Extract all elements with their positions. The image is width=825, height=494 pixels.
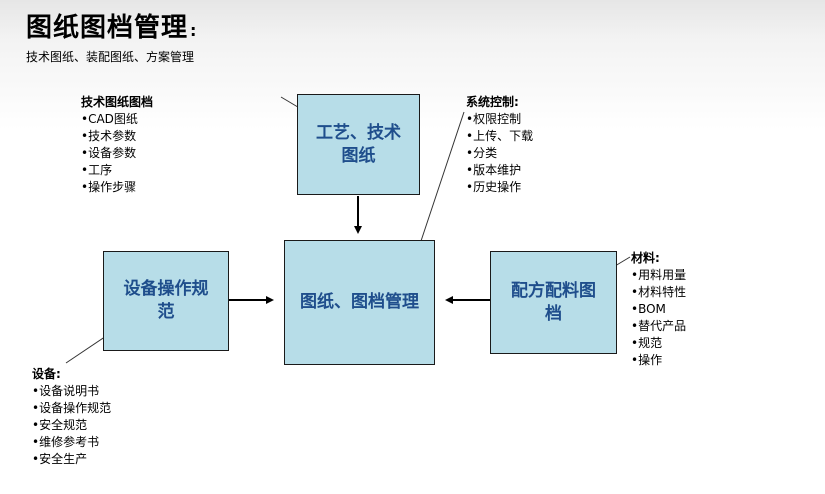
note-equipment-list: 设备说明书 设备操作规范 安全规范 维修参考书 安全生产	[32, 383, 111, 468]
list-item: 工序	[81, 162, 153, 179]
note-tech-head: 技术图纸图档	[81, 95, 154, 109]
note-tech-list: CAD图纸 技术参数 设备参数 工序 操作步骤	[81, 111, 153, 196]
list-item: 规范	[631, 335, 686, 352]
box-equipment-line2: 范	[157, 302, 175, 322]
list-item: BOM	[631, 301, 686, 318]
leader-system-note	[417, 111, 465, 251]
note-system-head: 系统控制:	[466, 95, 519, 109]
list-item: 维修参考书	[32, 434, 111, 451]
list-item: 用料用量	[631, 267, 686, 284]
list-item: 设备操作规范	[32, 400, 111, 417]
note-equipment-head: 设备:	[32, 367, 61, 381]
note-materials-list: 用料用量 材料特性 BOM 替代产品 规范 操作	[631, 267, 686, 369]
note-materials-head: 材料:	[631, 251, 660, 265]
page-title: 图纸图档管理:	[26, 7, 197, 44]
note-tech-drawings: 技术图纸图档 CAD图纸 技术参数 设备参数 工序 操作步骤	[81, 94, 153, 196]
list-item: CAD图纸	[81, 111, 153, 128]
list-item: 上传、下载	[466, 128, 533, 145]
box-formula-line1: 配方配料图	[511, 280, 596, 301]
box-center-management: 图纸、图档管理	[284, 240, 435, 365]
list-item: 操作	[631, 352, 686, 369]
list-item: 设备参数	[81, 145, 153, 162]
box-process-line1: 工艺、技术	[316, 122, 401, 143]
list-item: 设备说明书	[32, 383, 111, 400]
title-text: 图纸图档管理	[26, 13, 189, 43]
list-item: 权限控制	[466, 111, 533, 128]
list-item: 替代产品	[631, 318, 686, 335]
note-system-control: 系统控制: 权限控制 上传、下载 分类 版本维护 历史操作	[466, 94, 533, 196]
list-item: 安全规范	[32, 417, 111, 434]
title-colon: :	[190, 21, 198, 40]
list-item: 操作步骤	[81, 179, 153, 196]
list-item: 分类	[466, 145, 533, 162]
list-item: 材料特性	[631, 284, 686, 301]
box-process-line2: 图纸	[341, 145, 376, 166]
note-materials: 材料: 用料用量 材料特性 BOM 替代产品 规范 操作	[631, 250, 686, 369]
box-equipment-spec: 设备操作规范	[103, 251, 229, 351]
page-subtitle: 技术图纸、装配图纸、方案管理	[26, 50, 195, 64]
box-formula-drawings: 配方配料图档	[490, 251, 617, 354]
note-equipment: 设备: 设备说明书 设备操作规范 安全规范 维修参考书 安全生产	[32, 366, 111, 468]
list-item: 历史操作	[466, 179, 533, 196]
note-system-list: 权限控制 上传、下载 分类 版本维护 历史操作	[466, 111, 533, 196]
box-center-line1: 图纸、图档管理	[300, 292, 419, 313]
box-equipment-line1: 设备操作规	[123, 279, 209, 300]
box-formula-line2: 档	[545, 303, 562, 324]
list-item: 安全生产	[32, 451, 111, 468]
list-item: 技术参数	[81, 128, 153, 145]
list-item: 版本维护	[466, 162, 533, 179]
box-process-drawings: 工艺、技术图纸	[297, 94, 420, 195]
